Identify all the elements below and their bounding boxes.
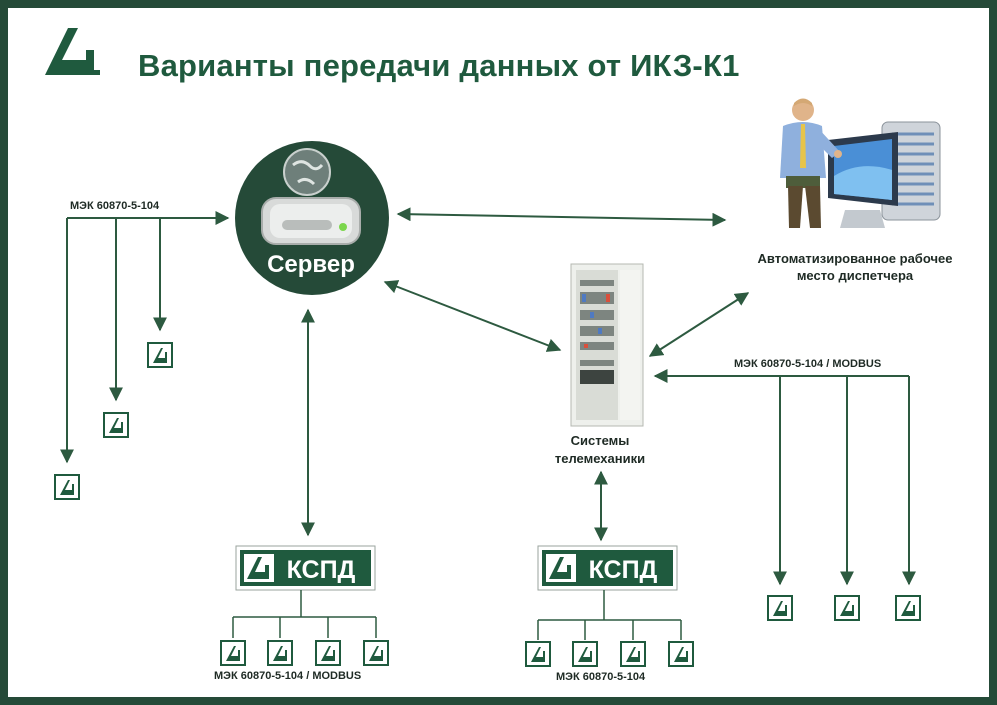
kspd-right-label: КСПД [589,556,658,584]
device-icon [767,595,793,621]
device-icon [525,641,551,667]
left-device-tree [60,211,230,464]
device-icon [220,640,246,666]
server-label: Сервер [267,251,355,278]
device-icon [834,595,860,621]
kspd-left-label: КСПД [287,556,356,584]
kspd-right-bus [537,590,682,640]
kspd-left-bus [232,590,377,638]
device-icon [267,640,293,666]
workstation-label-line2: место диспетчера [796,268,914,283]
equipment-rack-icon [570,263,644,427]
server-node [235,141,389,295]
operator-computer-icon [780,98,941,228]
device-icon [668,641,694,667]
right-device-tree [653,369,916,586]
device-icon [315,640,341,666]
kspd-right-protocol-label: МЭК 60870-5-104 [556,671,646,683]
link-telemechanics-workstation [648,292,750,357]
kspd-left-protocol-label: МЭК 60870-5-104 / MODBUS [214,670,362,682]
telemechanics-label: Системы телемеханики [530,432,670,468]
telemechanics-label-line2: телемеханики [554,451,646,466]
company-logo-icon [45,28,100,75]
device-icon [147,342,173,368]
page-title: Варианты передачи данных от ИКЗ-К1 [138,48,740,83]
link-server-telemechanics [383,280,562,352]
device-icon [895,595,921,621]
right-protocol-label: МЭК 60870-5-104 / MODBUS [734,358,882,370]
kspd-left-box [235,545,376,591]
device-icon [363,640,389,666]
device-icon [103,412,129,438]
device-icon [572,641,598,667]
device-icon [54,474,80,500]
left-protocol-label: МЭК 60870-5-104 [70,200,160,212]
kspd-right-box [537,545,678,591]
workstation-label: Автоматизированное рабочее место диспетч… [725,250,985,284]
device-icon [620,641,646,667]
workstation-label-line1: Автоматизированное рабочее [757,251,953,266]
link-server-workstation [396,207,727,227]
telemechanics-label-line1: Системы [570,433,630,448]
